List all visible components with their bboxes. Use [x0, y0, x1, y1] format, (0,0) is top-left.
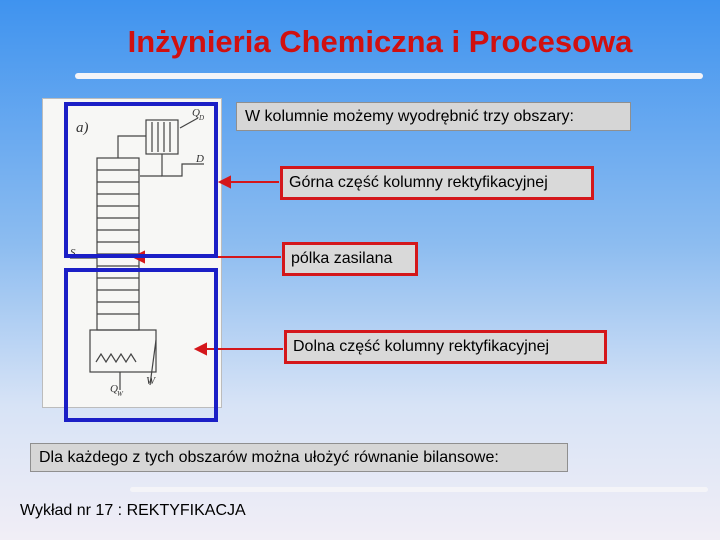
top-region-frame [64, 102, 218, 258]
reboiler-heat-subscript: W [117, 390, 124, 398]
feed-tray-label: pólka zasilana [282, 242, 418, 276]
bottom-region-label: Dolna część kolumny rektyfikacyjnej [284, 330, 607, 364]
diagram-panel-label: a) [76, 120, 89, 136]
footer-divider [130, 487, 708, 492]
footer-text: Wykład nr 17 : REKTYFIKACJA [20, 502, 246, 519]
feed-label: S [70, 247, 76, 259]
distillate-label: D [195, 153, 204, 165]
distillation-column [70, 117, 204, 390]
bottom-region-frame [64, 268, 218, 422]
title-divider [75, 73, 703, 79]
arrow-top-head [217, 175, 231, 189]
reboiler [89, 329, 157, 373]
reboiler-heat-label: Q [110, 383, 118, 395]
intro-text: W kolumnie możemy wyodrębnić trzy obszar… [236, 102, 631, 131]
condenser-heat-subscript: D [198, 114, 204, 122]
top-region-label: Górna część kolumny rektyfikacyjnej [280, 166, 594, 200]
slide-title: Inżynieria Chemiczna i Procesowa [127, 24, 633, 59]
balance-text: Dla każdego z tych obszarów można ułożyć… [30, 443, 568, 472]
heating-coil [95, 352, 137, 364]
condenser-heat-label: Q [192, 107, 200, 119]
arrow-bottom-head [193, 342, 207, 356]
bottoms-label: W [146, 375, 156, 387]
